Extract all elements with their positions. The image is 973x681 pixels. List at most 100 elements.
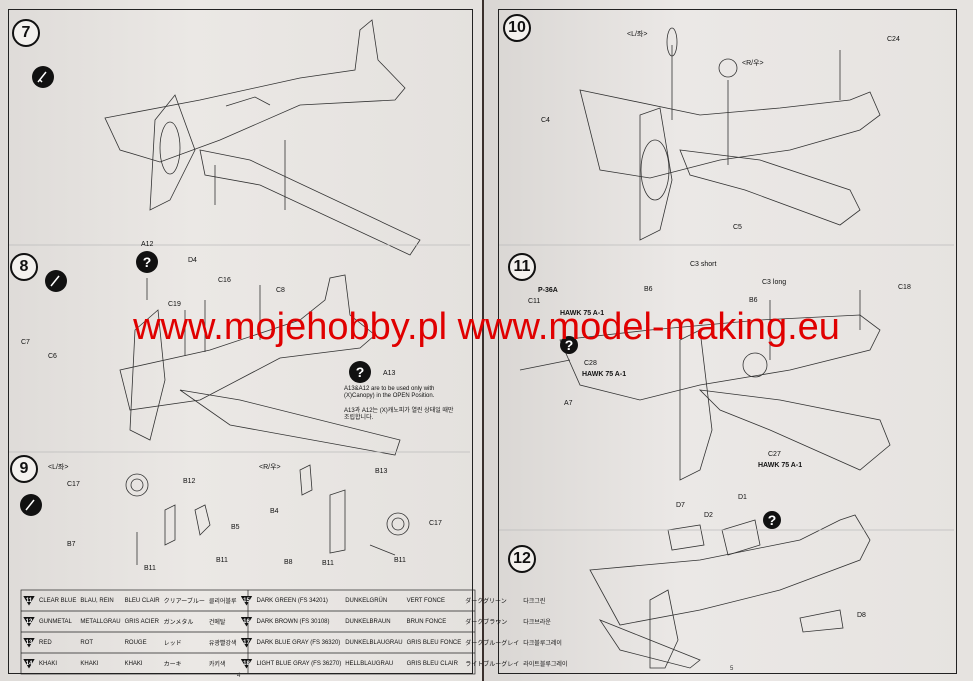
step12-aircraft-drawing	[589, 514, 871, 669]
variant-label-hawk-3: HAWK 75 A-1	[758, 462, 803, 469]
color-name-de: DUNKELBRAUN	[345, 618, 391, 625]
color-code-cell: 18	[239, 653, 255, 674]
color-name-kr: 다크그린	[523, 599, 546, 605]
part-label-b11-2: B11	[216, 557, 228, 564]
canopy-note-en: A13&A12 are to be used only with (X)Cano…	[344, 386, 435, 399]
color-name-en: GUNMETAL	[39, 618, 72, 625]
color-name-en: CLEAR BLUE	[39, 597, 77, 604]
color-name-jp: カーキ	[163, 662, 182, 668]
variant-label-hawk-2: HAWK 75 A-1	[582, 371, 627, 378]
color-name-en: RED	[39, 639, 52, 646]
color-name-de: BLAU, REIN	[80, 597, 114, 604]
color-name-fr: BRUN FONCE	[406, 618, 447, 625]
step-10-number: 10	[503, 14, 531, 42]
color-name-kr: 라이트블루그레이	[523, 662, 568, 668]
color-name-kr: 건메탈	[208, 620, 226, 626]
part-label-d4: D4	[188, 257, 197, 264]
part-label-c4: C4	[541, 117, 550, 124]
color-name-jp: ダークブラウン	[465, 620, 508, 626]
step-12-number: 12	[508, 545, 536, 573]
part-label-d8: D8	[857, 612, 866, 619]
color-name-jp: ガンメタル	[163, 620, 194, 626]
part-label-c16: C16	[218, 277, 231, 284]
part-label-c28: C28	[584, 360, 597, 367]
part-label-c17-right: C17	[429, 520, 442, 527]
svg-text:?: ?	[768, 512, 777, 528]
color-code-badge: 11	[23, 595, 35, 606]
color-code-cell: 15	[239, 590, 255, 611]
part-label-b5: B5	[231, 524, 240, 531]
part-label-a13: A13	[383, 370, 396, 377]
color-name-fr: GRIS BLEU FONCE	[406, 639, 462, 646]
step9-left-side-label: <L/좌>	[48, 464, 69, 471]
step-7-number: 7	[12, 19, 40, 47]
color-name-jp: クリアーブルー	[163, 599, 205, 605]
color-name-de: METALLGRAU	[80, 618, 121, 625]
step-9-number: 9	[10, 455, 38, 483]
part-label-c24: C24	[887, 36, 900, 43]
part-label-b8: B8	[284, 559, 293, 566]
page-number-left: 4	[237, 673, 241, 679]
step7-aircraft-drawing	[104, 19, 421, 256]
color-code-badge: 13	[23, 637, 35, 648]
color-name-kr: 클리어블루	[208, 599, 237, 605]
color-name-fr: VERT FONCE	[406, 597, 446, 604]
part-label-d2: D2	[704, 512, 713, 519]
step10-right-side-label: <R/우>	[742, 60, 764, 67]
color-name-de: KHAKI	[80, 660, 99, 667]
color-name-jp: レッド	[163, 641, 182, 647]
variant-label-p36a: P-36A	[538, 287, 558, 294]
part-label-b4: B4	[270, 508, 279, 515]
color-code-badge: 14	[23, 658, 35, 669]
part-label-d1: D1	[738, 494, 747, 501]
part-label-c3-short: C3 short	[690, 261, 717, 268]
part-label-c18: C18	[898, 284, 911, 291]
part-label-a12: A12	[141, 241, 154, 248]
part-label-b7: B7	[67, 541, 76, 548]
step-11-number: 11	[508, 253, 536, 281]
step9-right-side-label: <R/우>	[259, 464, 281, 471]
part-label-a7: A7	[564, 400, 573, 407]
color-name-de: DUNKELBLAUGRAU	[345, 639, 403, 646]
right-page-frame	[498, 9, 957, 674]
color-name-jp: ライトブルーグレイ	[465, 662, 520, 668]
color-name-fr: KHAKI	[124, 660, 143, 667]
step8-aircraft-drawing	[119, 274, 401, 456]
color-name-fr: GRIS BLEU CLAIR	[406, 660, 458, 667]
part-label-c27: C27	[768, 451, 781, 458]
color-name-fr: ROUGE	[124, 639, 147, 646]
part-label-b11-4: B11	[394, 557, 406, 564]
color-code-cell: 12	[21, 611, 37, 632]
color-code-badge: 15	[240, 595, 253, 606]
part-label-c7: C7	[21, 339, 30, 346]
part-label-c3-long: C3 long	[762, 279, 787, 286]
color-code-badge: 16	[240, 616, 253, 627]
question-icons	[136, 251, 781, 529]
part-label-c19: C19	[168, 301, 181, 308]
part-label-b13: B13	[375, 468, 388, 475]
color-name-fr: GRIS ACIER	[124, 618, 159, 625]
part-label-b6-1: B6	[644, 286, 653, 293]
color-name-de: ROT	[80, 639, 94, 646]
color-name-en: LIGHT BLUE GRAY (FS 36270)	[256, 660, 342, 667]
cement-icons	[20, 66, 67, 516]
canopy-note-kr: A13과 A12는 (X)캐노피가 열린 상태일 때만 조립합니다.	[344, 408, 454, 421]
left-page-frame	[8, 9, 473, 674]
step10-left-side-label: <L/좌>	[627, 31, 648, 38]
step10-aircraft-drawing	[579, 27, 881, 241]
color-name-jp: ダークグリーン	[465, 599, 507, 605]
color-code-cell: 14	[21, 653, 37, 674]
color-code-cell: 11	[21, 590, 37, 611]
color-name-en: DARK BLUE GRAY (FS 36320)	[256, 639, 341, 646]
color-name-en: KHAKI	[39, 660, 58, 667]
color-name-kr: 유광빨강색	[208, 641, 237, 647]
part-label-c5: C5	[733, 224, 742, 231]
color-code-cell: 13	[21, 632, 37, 653]
part-label-c17-left: C17	[67, 481, 80, 488]
